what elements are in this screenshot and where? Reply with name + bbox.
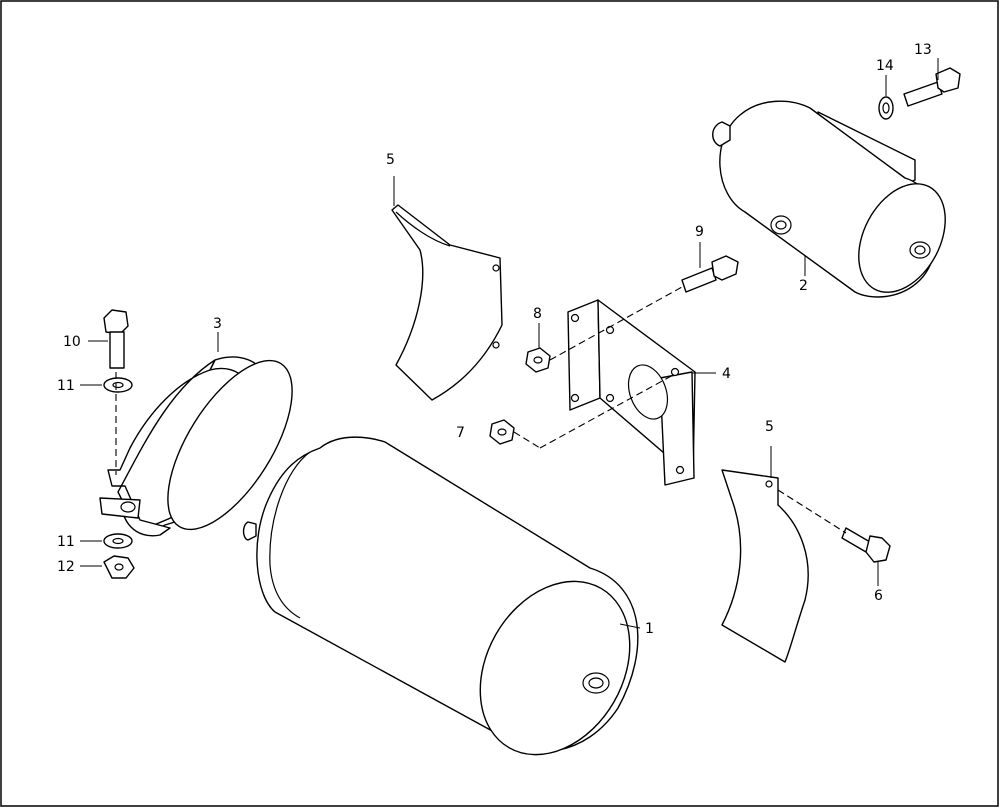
- heat-shield-lower: [721, 446, 809, 663]
- callout-11-upper: 11: [57, 378, 75, 394]
- callout-12: 12: [57, 559, 75, 575]
- washer-11-lower: [80, 533, 133, 549]
- hex-bolt-13: [903, 58, 961, 107]
- callout-8: 8: [533, 306, 542, 322]
- assembly-guide-lines: [115, 286, 847, 534]
- callout-13: 13: [914, 42, 932, 58]
- mounting-strap: [99, 332, 293, 537]
- callout-6: 6: [874, 588, 883, 604]
- callout-1: 1: [645, 621, 654, 637]
- hex-nut-7: [489, 419, 515, 445]
- hex-nut-12: [80, 555, 135, 579]
- callout-11-lower: 11: [57, 534, 75, 550]
- callout-4: 4: [722, 366, 731, 382]
- hex-bolt-9: [681, 242, 739, 293]
- callout-5-upper: 5: [386, 152, 395, 168]
- callout-10: 10: [63, 334, 81, 350]
- washer-11-upper: [80, 377, 133, 393]
- callout-7: 7: [456, 425, 465, 441]
- air-tank-small: [712, 100, 946, 298]
- hex-bolt-10: [88, 309, 129, 369]
- callout-2: 2: [799, 278, 808, 294]
- hex-bolt-6: [841, 527, 891, 586]
- hex-nut-8: [525, 323, 551, 373]
- air-tank-large: [242, 436, 641, 756]
- callout-labels: 1 2 3 4 5 5 6 7 8 9 10 11 11 12 13 14: [57, 42, 932, 637]
- heat-shield-upper: [391, 176, 503, 401]
- callout-9: 9: [695, 224, 704, 240]
- callout-5-lower: 5: [765, 419, 774, 435]
- washer-14: [878, 75, 894, 120]
- callout-3: 3: [213, 316, 222, 332]
- callout-14: 14: [876, 58, 894, 74]
